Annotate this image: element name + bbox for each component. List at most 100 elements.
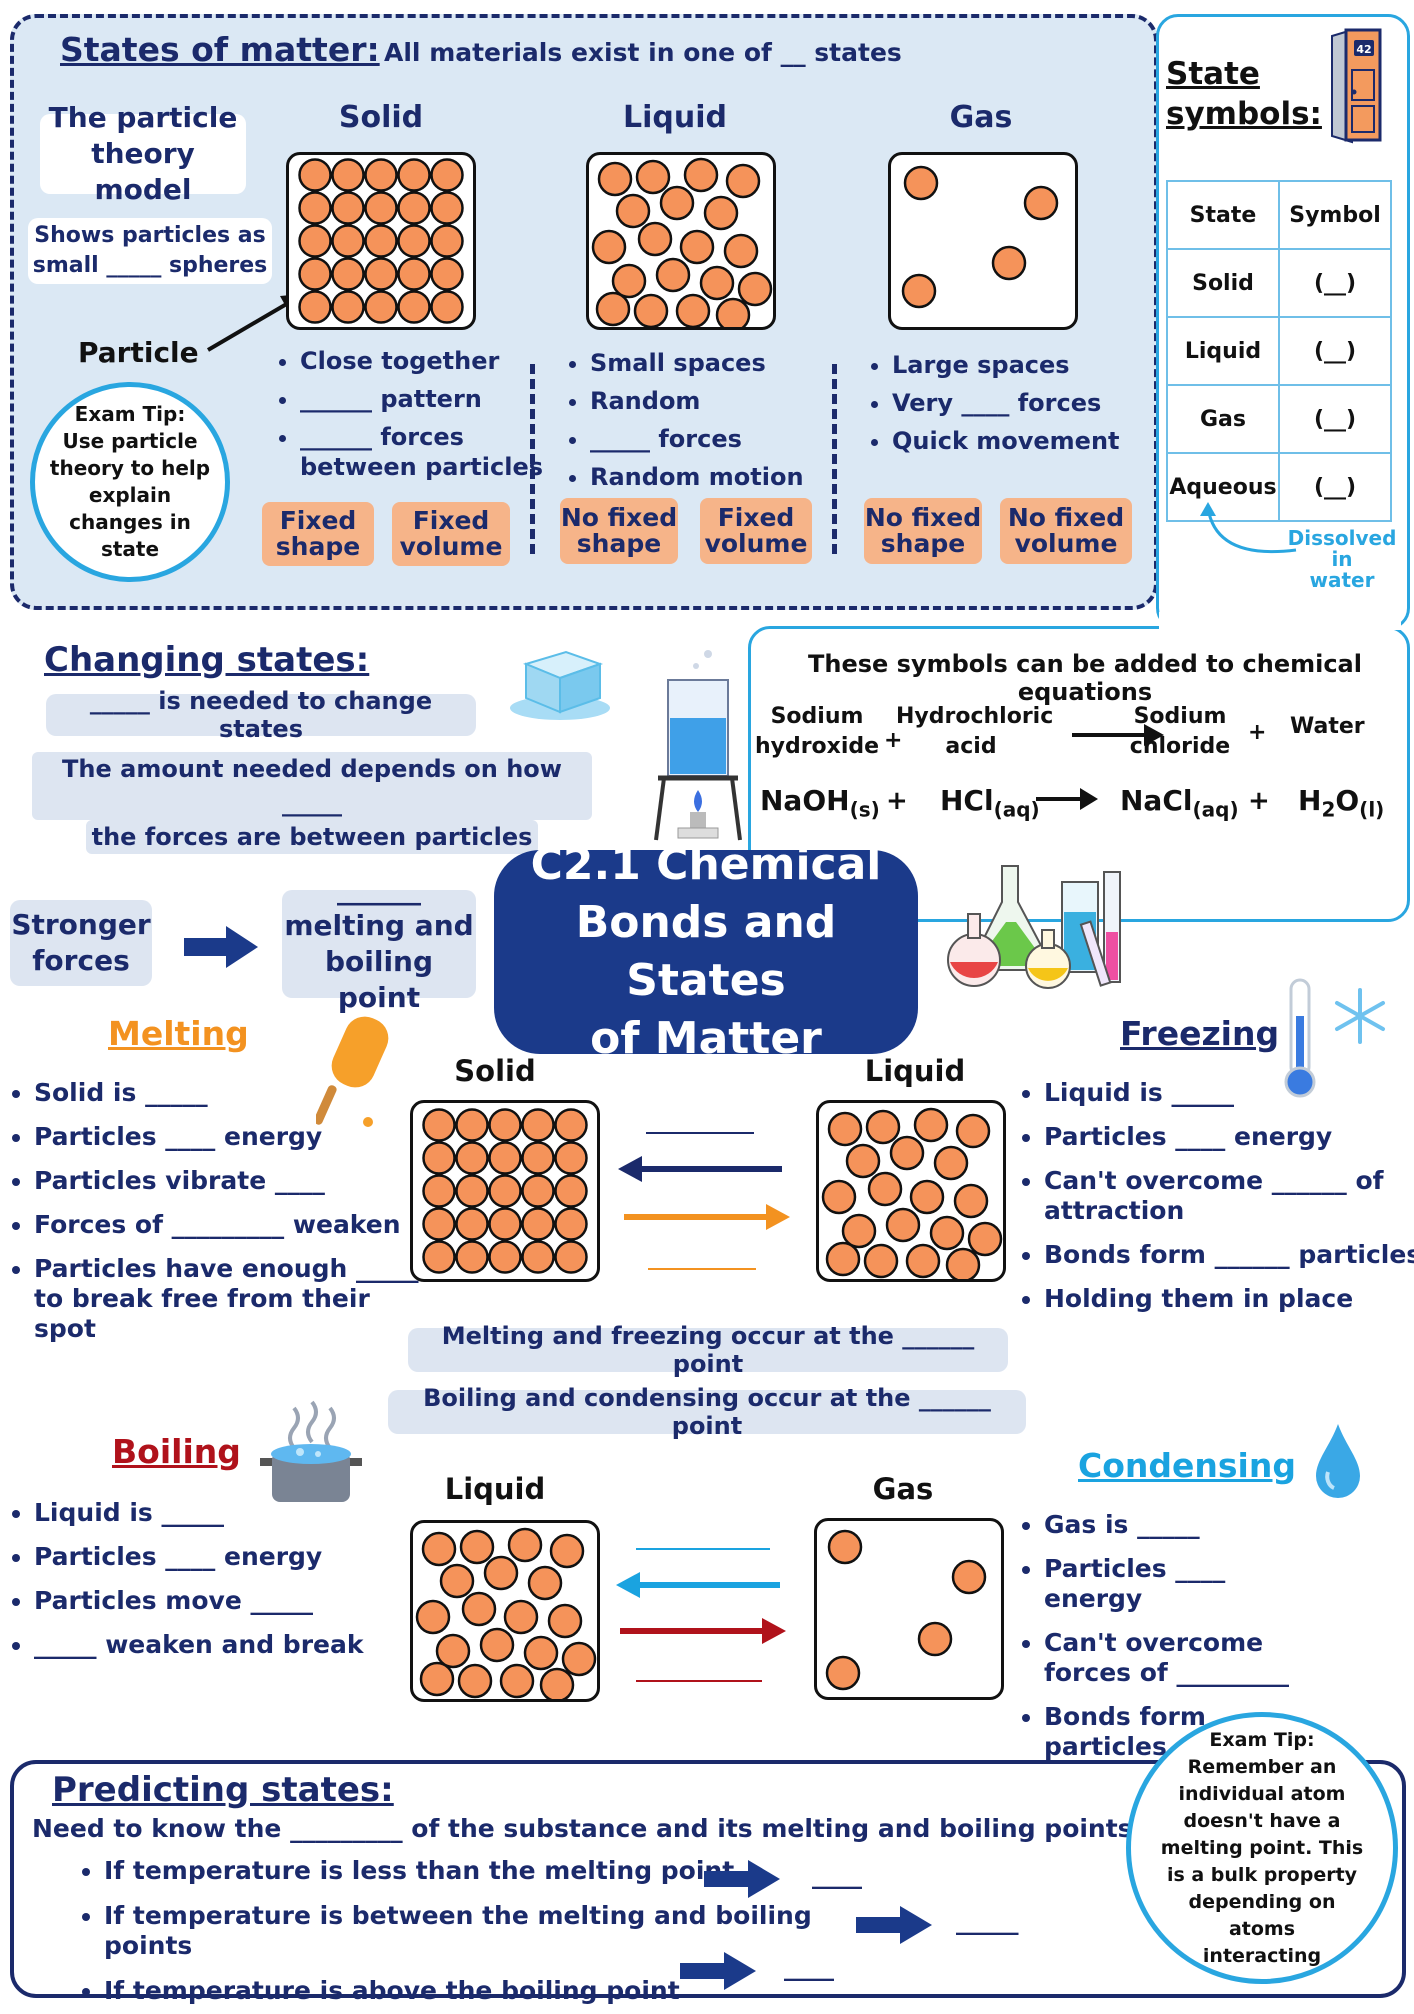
exam-tip-2-line: atoms (1228, 1917, 1296, 1940)
model-label-line1: The particle (48, 101, 238, 134)
particle (825, 1655, 861, 1691)
solid-bullet: ______ pattern (300, 384, 552, 414)
particle (521, 1207, 555, 1241)
table-cell: Aqueous (1166, 452, 1280, 522)
particle (455, 1240, 489, 1274)
state-subscript: (s) (849, 797, 880, 822)
tag-line: shape (880, 529, 966, 558)
particle (422, 1240, 456, 1274)
particle (430, 191, 464, 225)
subscript: 2 (1321, 797, 1336, 822)
particle (521, 1174, 555, 1208)
dissolved-line: water (1309, 568, 1375, 592)
solid-tag-fixed-volume: Fixed volume (392, 502, 510, 566)
particle (953, 1183, 989, 1219)
liquid-particles (821, 1107, 1003, 1279)
tag-line: Fixed (279, 506, 357, 535)
shows-line2: small _____ spheres (32, 253, 268, 278)
symbol-eq-arrow (1036, 788, 1098, 810)
boiling-bullets: Liquid is _____ Particles ____ energy Pa… (8, 1498, 414, 1668)
state-symbols-heading-line2: symbols: (1166, 96, 1322, 132)
particle (825, 1241, 861, 1277)
amount-line: the forces are between particles (85, 820, 539, 854)
gas-bullets: Large spaces Very ____ forces Quick move… (866, 350, 1172, 464)
table-cell: Solid (1166, 248, 1280, 318)
particle (523, 1635, 559, 1671)
formula: HCl (940, 784, 994, 817)
particle (422, 1174, 456, 1208)
state-subscript: (aq) (993, 797, 1040, 822)
particle (723, 233, 759, 269)
boiling-pot-icon (260, 1400, 362, 1502)
dissolved-in-water-label: Dissolved in water (1286, 528, 1398, 591)
word-eq-plus: + (1248, 720, 1267, 745)
tag-line: Fixed (412, 506, 490, 535)
boiling-bullet: Particles ____ energy (34, 1542, 414, 1572)
condensing-blank-line (636, 1548, 770, 1550)
word-eq-term: Sodium (770, 704, 864, 729)
particle (364, 224, 398, 258)
boil-diagram-liquid-title: Liquid (444, 1472, 546, 1506)
particle (488, 1240, 522, 1274)
exam-tip-1-line: Exam Tip: (74, 402, 186, 426)
tag-line: No fixed (1007, 503, 1125, 532)
particle (521, 1108, 555, 1142)
formula: NaOH (760, 784, 850, 817)
tag-line: No fixed (560, 503, 678, 532)
particle (615, 193, 651, 229)
particle (699, 265, 735, 301)
particle (331, 191, 365, 225)
particle (637, 221, 673, 257)
freezing-bullet: Can't overcome ______ of attraction (1044, 1166, 1414, 1226)
particle (422, 1108, 456, 1142)
gas-particles (825, 1529, 987, 1691)
solid-bullet: Close together (300, 346, 552, 376)
particle (554, 1207, 588, 1241)
particle (827, 1111, 863, 1147)
particle (503, 1599, 539, 1635)
dissolved-curved-arrow (1200, 502, 1297, 554)
exam-tip-2-line: depending on (1188, 1890, 1336, 1913)
particle (951, 1559, 987, 1595)
particle (991, 245, 1027, 281)
particle (905, 1243, 941, 1279)
ice-cube-icon (510, 650, 610, 720)
predicting-heading: Predicting states: (52, 1770, 394, 1810)
particle (430, 224, 464, 258)
column-divider (530, 364, 535, 554)
liquid-bullet: Small spaces (590, 348, 850, 378)
exam-tip-1-line: state (100, 537, 160, 561)
stronger-arrow (184, 926, 258, 968)
higher-melting-boiling-label: ______ melting and boiling point (282, 873, 476, 1014)
particle (737, 271, 773, 307)
particle (715, 297, 751, 327)
particle (415, 1599, 451, 1635)
liquid-tag-no-fixed-shape: No fixed shape (560, 498, 678, 564)
symbol-eq-hcl: HCl(aq) (940, 784, 1040, 822)
particle (611, 263, 647, 299)
door-icon: 42 (1331, 28, 1382, 144)
particle (889, 1135, 925, 1171)
melting-bullet: Forces of _________ weaken (34, 1210, 424, 1240)
table-cell: (__) (1278, 248, 1392, 318)
predict-arrow-3 (680, 1952, 756, 1990)
particle (397, 290, 431, 324)
predict-answer-1: ____ (812, 1860, 862, 1889)
particle (863, 1243, 899, 1279)
gas-tag-no-fixed-volume: No fixed volume (1000, 498, 1132, 564)
particle (679, 229, 715, 265)
liquid-particle-box (586, 152, 776, 330)
particle (635, 159, 671, 195)
word-eq-sodium-hydroxide: Sodium hydroxide (754, 702, 880, 762)
particle (419, 1661, 455, 1697)
liquid-bullet: Random motion (590, 462, 850, 492)
particle (488, 1174, 522, 1208)
solid-particles (422, 1108, 588, 1274)
panel-join-cover (1159, 612, 1401, 630)
particle (455, 1174, 489, 1208)
symbol-eq-water: H2O(l) (1298, 784, 1384, 822)
states-heading: States of matter: (60, 30, 380, 69)
melting-heading: Melting (108, 1014, 249, 1053)
energy-needed-note: _____ is needed to change states (46, 687, 476, 743)
liquid-bullet: _____ forces (590, 424, 850, 454)
